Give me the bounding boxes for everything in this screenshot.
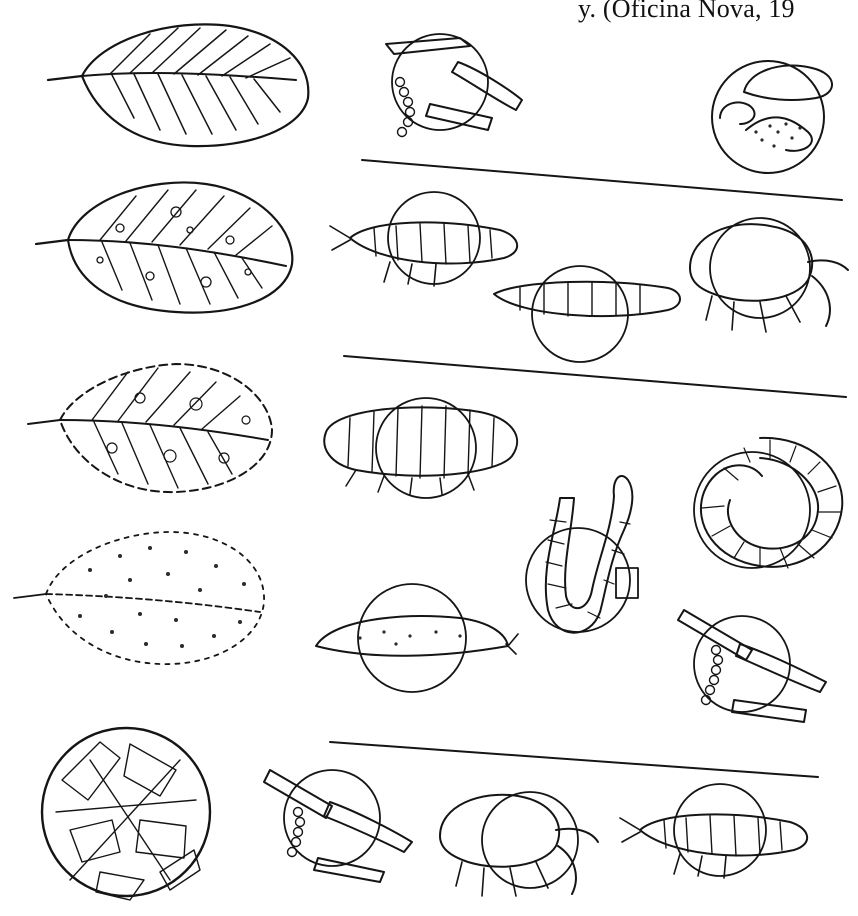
millipede [694, 438, 842, 568]
leaf-intact [48, 24, 308, 146]
earthworm [526, 476, 638, 633]
row-separators [330, 160, 846, 777]
humus-microscope-view [42, 728, 210, 900]
bacteria-2 [678, 610, 826, 722]
separator-1 [362, 160, 842, 200]
mite-1 [690, 218, 848, 332]
separator-3 [330, 742, 818, 777]
bacteria-1 [386, 34, 522, 137]
woodlouse [324, 398, 517, 498]
slug [316, 584, 518, 692]
springtail-2 [620, 784, 807, 878]
separator-2 [344, 356, 846, 397]
leaf-skeletonized [28, 364, 272, 492]
mite-2 [440, 792, 598, 896]
fungus [712, 61, 832, 173]
leaf-spotted [36, 182, 292, 312]
springtail-1 [330, 192, 517, 286]
fly-larva [494, 266, 680, 362]
bacteria-3 [264, 770, 412, 882]
leaf-fragmented [14, 532, 264, 664]
